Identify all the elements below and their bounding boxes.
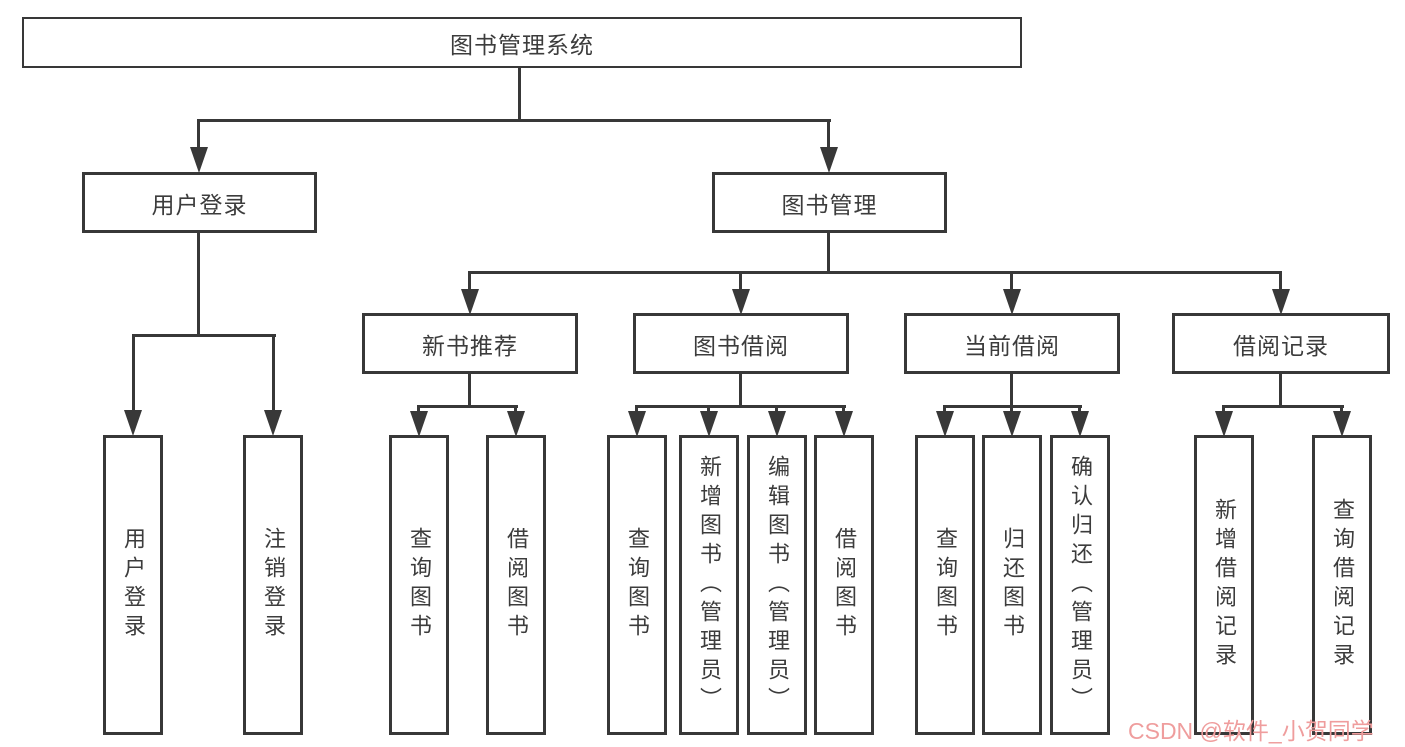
connector-drop-cb-query xyxy=(943,405,946,415)
connector-drop-bb-edit xyxy=(775,405,778,415)
arrowhead-br-add xyxy=(1215,411,1233,437)
node-root: 图书管理系统 xyxy=(22,17,1022,68)
node-leaf-nbr-borrow-book-label: 借阅图书 xyxy=(504,527,529,643)
connector-drop-book-borrow xyxy=(739,271,742,293)
node-current-borrow-label: 当前借阅 xyxy=(964,332,1060,359)
arrowhead-book-management xyxy=(820,147,838,173)
connector-drop-current-borrow xyxy=(1010,271,1013,293)
connector-drop-br-add xyxy=(1222,405,1225,415)
node-leaf-br-query-record-label: 查询借阅记录 xyxy=(1330,498,1355,672)
node-book-management-label: 图书管理 xyxy=(781,191,878,218)
node-leaf-nbr-query-book: 查询图书 xyxy=(389,435,449,735)
connector-book-borrow-stem xyxy=(739,374,742,407)
connector-drop-borrow-record xyxy=(1279,271,1282,293)
node-new-book-recommend: 新书推荐 xyxy=(362,313,578,374)
arrowhead-borrow-record xyxy=(1272,289,1290,315)
node-book-management: 图书管理 xyxy=(712,172,947,233)
node-leaf-cb-confirm-return-label: 确认归还（管理员） xyxy=(1068,454,1093,716)
connector-borrow-record-stem xyxy=(1279,374,1282,407)
node-user-login: 用户登录 xyxy=(82,172,317,233)
node-leaf-bb-query-book: 查询图书 xyxy=(607,435,667,735)
connector-level3-rail xyxy=(468,271,1282,274)
node-root-label: 图书管理系统 xyxy=(450,31,594,58)
watermark-text: CSDN @软件_小贺同学 xyxy=(1128,718,1374,744)
connector-drop-book-management xyxy=(827,119,830,150)
node-leaf-nbr-query-book-label: 查询图书 xyxy=(407,527,432,643)
node-leaf-bb-edit-book: 编辑图书（管理员） xyxy=(747,435,807,735)
node-leaf-logout-label: 注销登录 xyxy=(261,527,286,643)
node-leaf-bb-add-book-label: 新增图书（管理员） xyxy=(697,454,722,716)
node-leaf-cb-confirm-return: 确认归还（管理员） xyxy=(1050,435,1110,735)
node-leaf-logout: 注销登录 xyxy=(243,435,303,735)
node-leaf-cb-query-book-label: 查询图书 xyxy=(933,527,958,643)
arrowhead-new-book-recommend xyxy=(461,289,479,315)
connector-current-borrow-stem xyxy=(1010,374,1013,407)
connector-book-borrow-rail xyxy=(635,405,846,408)
arrowhead-nbr-query xyxy=(410,411,428,437)
connector-user-login-rail xyxy=(132,334,276,337)
node-new-book-recommend-label: 新书推荐 xyxy=(422,332,518,359)
connector-new-book-recommend-rail xyxy=(417,405,518,408)
node-leaf-user-login: 用户登录 xyxy=(103,435,163,735)
connector-user-login-stem xyxy=(197,233,200,337)
node-book-borrow-label: 图书借阅 xyxy=(693,332,789,359)
node-leaf-bb-query-book-label: 查询图书 xyxy=(625,527,650,643)
arrowhead-cb-query xyxy=(936,411,954,437)
connector-borrow-record-rail xyxy=(1222,405,1344,408)
node-user-login-label: 用户登录 xyxy=(151,191,248,218)
connector-book-management-stem xyxy=(827,233,830,272)
node-leaf-cb-query-book: 查询图书 xyxy=(915,435,975,735)
arrowhead-bb-edit xyxy=(768,411,786,437)
arrowhead-bb-add xyxy=(700,411,718,437)
arrowhead-br-query xyxy=(1333,411,1351,437)
connector-drop-nbr-query xyxy=(417,405,420,415)
connector-drop-user-login-leaf xyxy=(132,334,135,412)
arrowhead-bb-borrow xyxy=(835,411,853,437)
arrowhead-user-login xyxy=(190,147,208,173)
connector-drop-br-query xyxy=(1340,405,1343,415)
connector-drop-bb-query xyxy=(635,405,638,415)
arrowhead-cb-return xyxy=(1003,411,1021,437)
node-leaf-cb-return-book: 归还图书 xyxy=(982,435,1042,735)
connector-drop-cb-confirm xyxy=(1078,405,1081,415)
node-borrow-record-label: 借阅记录 xyxy=(1233,332,1329,359)
node-leaf-br-query-record: 查询借阅记录 xyxy=(1312,435,1372,735)
node-leaf-bb-borrow-book: 借阅图书 xyxy=(814,435,874,735)
connector-drop-bb-add xyxy=(707,405,710,415)
connector-drop-user-login xyxy=(197,119,200,150)
arrowhead-cb-confirm xyxy=(1071,411,1089,437)
connector-drop-bb-borrow xyxy=(842,405,845,415)
arrowhead-current-borrow xyxy=(1003,289,1021,315)
connector-drop-cb-return xyxy=(1010,405,1013,415)
arrowhead-book-borrow xyxy=(732,289,750,315)
node-leaf-br-add-record-label: 新增借阅记录 xyxy=(1212,498,1237,672)
node-leaf-nbr-borrow-book: 借阅图书 xyxy=(486,435,546,735)
node-book-borrow: 图书借阅 xyxy=(633,313,849,374)
node-leaf-cb-return-book-label: 归还图书 xyxy=(1000,527,1025,643)
arrowhead-logout xyxy=(264,410,282,436)
arrowhead-nbr-borrow xyxy=(507,411,525,437)
node-leaf-bb-add-book: 新增图书（管理员） xyxy=(679,435,739,735)
connector-drop-new-book-recommend xyxy=(468,271,471,293)
node-leaf-bb-borrow-book-label: 借阅图书 xyxy=(832,527,857,643)
arrowhead-user-login-leaf xyxy=(124,410,142,436)
arrowhead-bb-query xyxy=(628,411,646,437)
connector-level2-rail xyxy=(197,119,831,122)
node-leaf-br-add-record: 新增借阅记录 xyxy=(1194,435,1254,735)
node-leaf-bb-edit-book-label: 编辑图书（管理员） xyxy=(765,454,790,716)
connector-root-stem xyxy=(518,66,521,120)
connector-new-book-recommend-stem xyxy=(468,374,471,407)
connector-drop-logout xyxy=(272,334,275,412)
node-leaf-user-login-label: 用户登录 xyxy=(121,527,146,643)
node-current-borrow: 当前借阅 xyxy=(904,313,1120,374)
connector-drop-nbr-borrow xyxy=(514,405,517,415)
node-borrow-record: 借阅记录 xyxy=(1172,313,1390,374)
